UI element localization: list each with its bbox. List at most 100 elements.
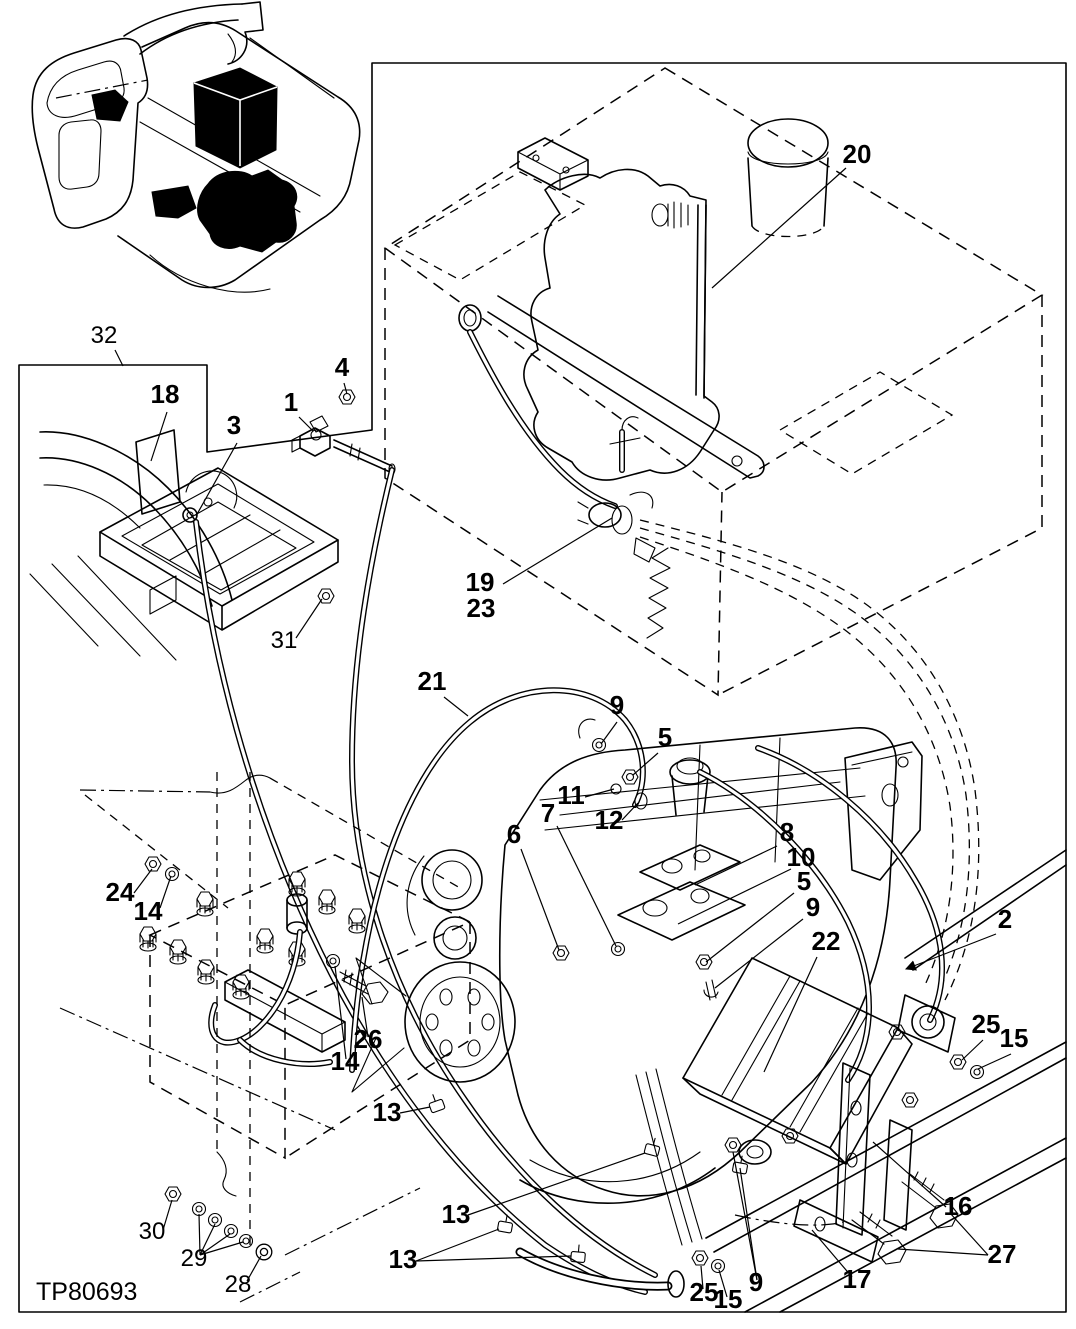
leader-line-9 xyxy=(732,1151,758,1281)
callout-20: 20 xyxy=(843,139,872,169)
leader-line-12 xyxy=(621,802,639,821)
axis-lines xyxy=(59,1007,421,1303)
leader-line-30 xyxy=(162,1199,173,1231)
callout-22: 22 xyxy=(812,926,841,956)
callout-32: 32 xyxy=(91,322,118,349)
callout-29: 29 xyxy=(181,1245,208,1272)
callout-24: 24 xyxy=(106,877,135,907)
label-plate xyxy=(135,429,181,515)
leader-line-29 xyxy=(198,1213,201,1256)
leader-line-32 xyxy=(114,349,124,367)
console-inset xyxy=(29,429,339,661)
callout-15: 15 xyxy=(1000,1023,1029,1053)
callout-31: 31 xyxy=(271,627,298,654)
callout-23: 23 xyxy=(467,593,496,623)
callout-12: 12 xyxy=(595,805,624,835)
leader-line-4 xyxy=(343,382,348,395)
leader-line-13 xyxy=(399,1106,431,1114)
leader-line-5 xyxy=(705,892,795,963)
callout-28: 28 xyxy=(225,1271,252,1298)
callout-14: 14 xyxy=(134,896,163,926)
leader-line-25 xyxy=(700,1265,704,1290)
engine xyxy=(351,718,945,1298)
callout-18: 18 xyxy=(151,379,180,409)
callout-30: 30 xyxy=(139,1218,166,1245)
leader-line-13 xyxy=(467,1152,646,1216)
callout-7: 7 xyxy=(541,798,555,828)
leader-line-3 xyxy=(195,442,238,517)
leader-line-29 xyxy=(199,1241,244,1256)
callout-19: 19 xyxy=(466,567,495,597)
leader-line-15 xyxy=(718,1269,728,1298)
leader-line-7 xyxy=(556,825,617,947)
callout-26: 26 xyxy=(354,1024,383,1054)
leader-line-15 xyxy=(977,1053,1012,1070)
leader-line-20 xyxy=(711,167,847,289)
leader-line-29 xyxy=(199,1223,216,1256)
callout-5: 5 xyxy=(797,866,811,896)
leader-line-13 xyxy=(415,1228,500,1262)
leader-line-27 xyxy=(897,1248,989,1256)
leader-line-1 xyxy=(298,416,314,432)
callout-9: 9 xyxy=(749,1267,763,1297)
drain-fitting-group xyxy=(291,389,396,475)
callout-13: 13 xyxy=(373,1097,402,1127)
leader-line-9 xyxy=(600,721,618,745)
callout-3: 3 xyxy=(227,410,241,440)
leader-line-24 xyxy=(133,868,153,894)
excavator-thumbnail xyxy=(31,1,361,293)
callout-5: 5 xyxy=(658,722,672,752)
leader-line-19 xyxy=(502,517,613,585)
callout-13: 13 xyxy=(389,1244,418,1274)
callout-15: 15 xyxy=(714,1284,743,1314)
leader-line-8 xyxy=(694,845,778,886)
leader-line-29 xyxy=(199,1233,231,1256)
callout-9: 9 xyxy=(806,892,820,922)
leader-line-9 xyxy=(739,1167,758,1281)
filler-neck xyxy=(747,118,829,238)
leader-line-18 xyxy=(150,411,168,462)
leader-line-21 xyxy=(443,696,469,717)
callout-8: 8 xyxy=(780,817,794,847)
leader-line-9 xyxy=(714,918,804,989)
leader-line-16 xyxy=(872,1141,947,1208)
leader-line-2 xyxy=(904,933,997,971)
callout-4: 4 xyxy=(335,352,350,382)
battery-group xyxy=(79,772,472,1245)
leader-line-17 xyxy=(811,1229,853,1278)
leader-line-31 xyxy=(295,598,323,639)
callout-1: 1 xyxy=(284,387,298,417)
callout-10: 10 xyxy=(787,842,816,872)
hose-21 xyxy=(349,687,646,1073)
leader-line-25 xyxy=(961,1039,984,1061)
leader-line-26 xyxy=(361,996,369,1038)
leader-line-14 xyxy=(334,965,347,1060)
fuel-tank xyxy=(383,67,1044,1001)
leader-line-28 xyxy=(246,1255,262,1282)
callout-2: 2 xyxy=(998,904,1012,934)
leader-line-11 xyxy=(584,788,615,798)
leader-line-6 xyxy=(520,848,560,951)
callout-9: 9 xyxy=(610,690,624,720)
leader-line-13 xyxy=(415,1255,572,1262)
callout-6: 6 xyxy=(507,819,521,849)
callout-27: 27 xyxy=(988,1239,1017,1269)
callout-25: 25 xyxy=(690,1277,719,1307)
callout-11: 11 xyxy=(557,780,585,810)
callout-21: 21 xyxy=(418,666,447,696)
leader-line-5 xyxy=(632,752,659,776)
callout-25: 25 xyxy=(972,1009,1001,1039)
figure-code: TP80693 xyxy=(36,1278,137,1306)
fuel-shutoff-valve xyxy=(577,491,656,563)
leader-line-10 xyxy=(677,868,792,925)
callout-17: 17 xyxy=(843,1264,872,1294)
callout-13: 13 xyxy=(442,1199,471,1229)
leader-line-14 xyxy=(159,875,172,909)
leader-line-22 xyxy=(763,956,818,1073)
callout-14: 14 xyxy=(331,1046,360,1076)
callout-16: 16 xyxy=(944,1191,973,1221)
oil-cooler-group xyxy=(682,849,1067,1313)
